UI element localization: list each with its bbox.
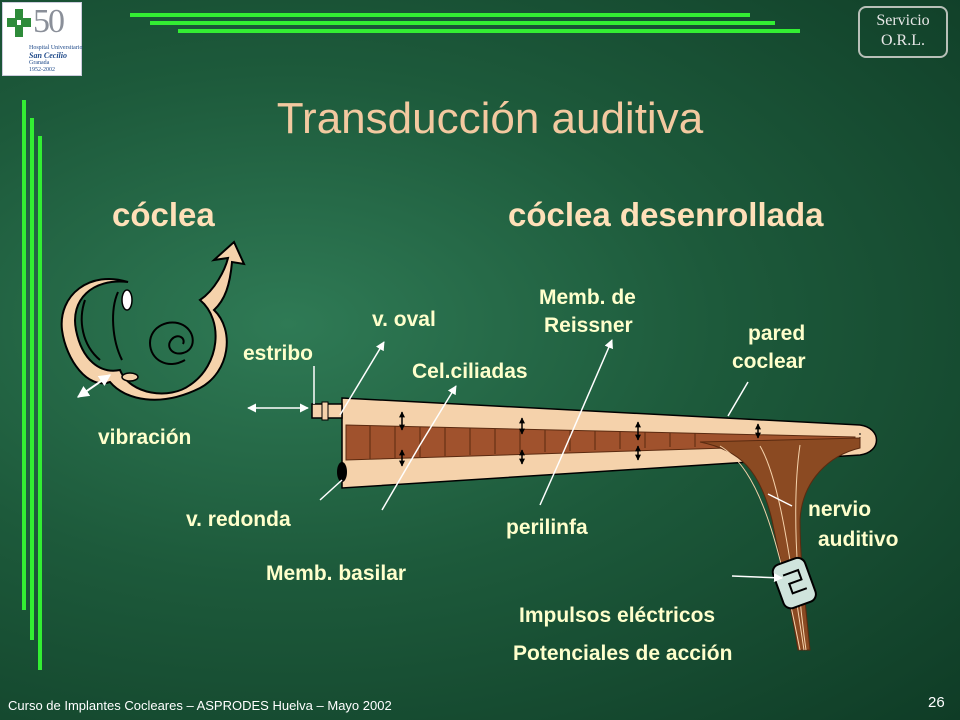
label-vibracion: vibración: [98, 426, 192, 449]
label-estribo: estribo: [243, 342, 314, 365]
service-badge-line2: O.R.L.: [881, 32, 925, 49]
label-pared-line2: coclear: [732, 350, 806, 373]
label-memb-reissner-line2: Reissner: [544, 314, 633, 337]
logo-text-line3: Granada: [29, 60, 50, 66]
label-perilinfa: perilinfa: [506, 516, 588, 539]
vibration-arrow: [77, 374, 111, 398]
label-impulsos-electricos: Impulsos eléctricos: [519, 604, 716, 627]
label-pointer-lines: [247, 339, 793, 583]
label-nervio-line2: auditivo: [818, 528, 899, 551]
heading-unrolled-cochlea: cóclea desenrollada: [508, 196, 824, 233]
label-potenciales-de-accion: Potenciales de acción: [513, 642, 733, 665]
logo-text-line1: Hospital Universitario: [29, 45, 83, 51]
label-cel-ciliadas: Cel.ciliadas: [412, 360, 528, 383]
heading-cochlea: cóclea: [112, 196, 215, 233]
logo-anniversary-number: 50: [33, 3, 65, 40]
label-nervio-line1: nervio: [808, 498, 872, 521]
pressure-wave-arrows: [399, 411, 761, 467]
label-v-redonda: v. redonda: [186, 508, 291, 531]
electrical-impulse-icon: [771, 556, 817, 610]
auditory-nerve: [699, 437, 861, 651]
hospital-logo: 50 Hospital Universitario San Cecilio Gr…: [2, 2, 83, 76]
label-pared-line1: pared: [748, 322, 806, 345]
cross-logo-icon: [7, 9, 31, 37]
decorative-green-lines: [22, 13, 800, 670]
slide-title: Transducción auditiva: [276, 94, 704, 143]
unrolled-cochlea: [311, 397, 878, 489]
label-memb-basilar: Memb. basilar: [266, 562, 407, 585]
label-v-oval: v. oval: [372, 308, 436, 331]
cochlea-illustration: [60, 240, 246, 401]
footer-text: Curso de Implantes Cocleares – ASPRODES …: [8, 698, 392, 713]
page-number: 26: [928, 694, 945, 711]
logo-text-line2: San Cecilio: [29, 51, 68, 60]
service-badge: Servicio O.R.L.: [858, 6, 948, 58]
logo-text-line4: 1952-2002: [29, 67, 55, 73]
service-badge-line1: Servicio: [876, 12, 930, 29]
label-memb-reissner-line1: Memb. de: [539, 286, 636, 309]
